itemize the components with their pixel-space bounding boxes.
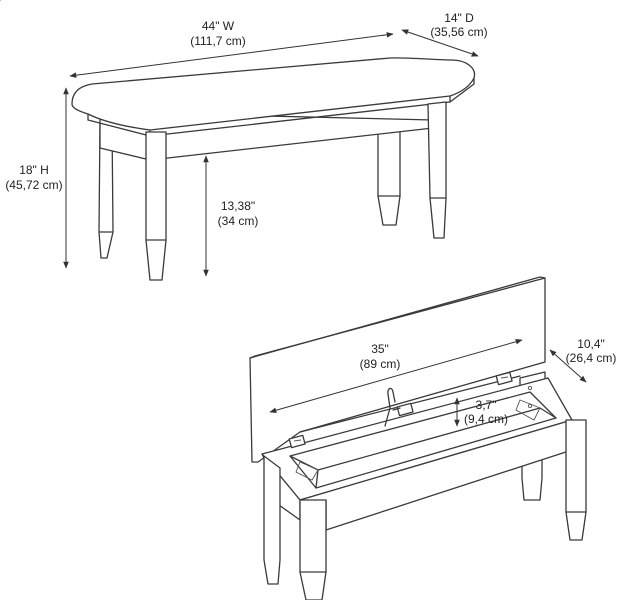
storage-length-label-cm: (89 cm) bbox=[360, 357, 401, 371]
storage-depth-label-in: 10,4" bbox=[577, 337, 605, 351]
storage-depth-dimension-line bbox=[549, 349, 587, 383]
width-dimension-line bbox=[69, 32, 394, 78]
width-label-cm: (111,7 cm) bbox=[190, 34, 246, 48]
storage-depth-label-cm: (26,4 cm) bbox=[566, 351, 617, 365]
height-label-cm: (45,72 cm) bbox=[5, 178, 62, 192]
closed-bench-illustration bbox=[71, 57, 476, 281]
storage-length-dimension-line bbox=[269, 339, 523, 413]
width-label-in: 44" W bbox=[202, 19, 235, 33]
storage-height-label-cm: (9,4 cm) bbox=[464, 412, 508, 426]
height-label-in: 18" H bbox=[19, 163, 49, 177]
depth-dimension-line bbox=[401, 29, 479, 57]
depth-label-cm: (35,56 cm) bbox=[430, 25, 487, 39]
storage-height-label-in: 3,7" bbox=[476, 398, 497, 412]
seat-clearance-label-cm: (34 cm) bbox=[218, 214, 259, 228]
seat-clearance-label-in: 13,38" bbox=[221, 199, 255, 213]
storage-length-label-in: 35" bbox=[371, 342, 389, 356]
depth-label-in: 14" D bbox=[444, 11, 474, 25]
